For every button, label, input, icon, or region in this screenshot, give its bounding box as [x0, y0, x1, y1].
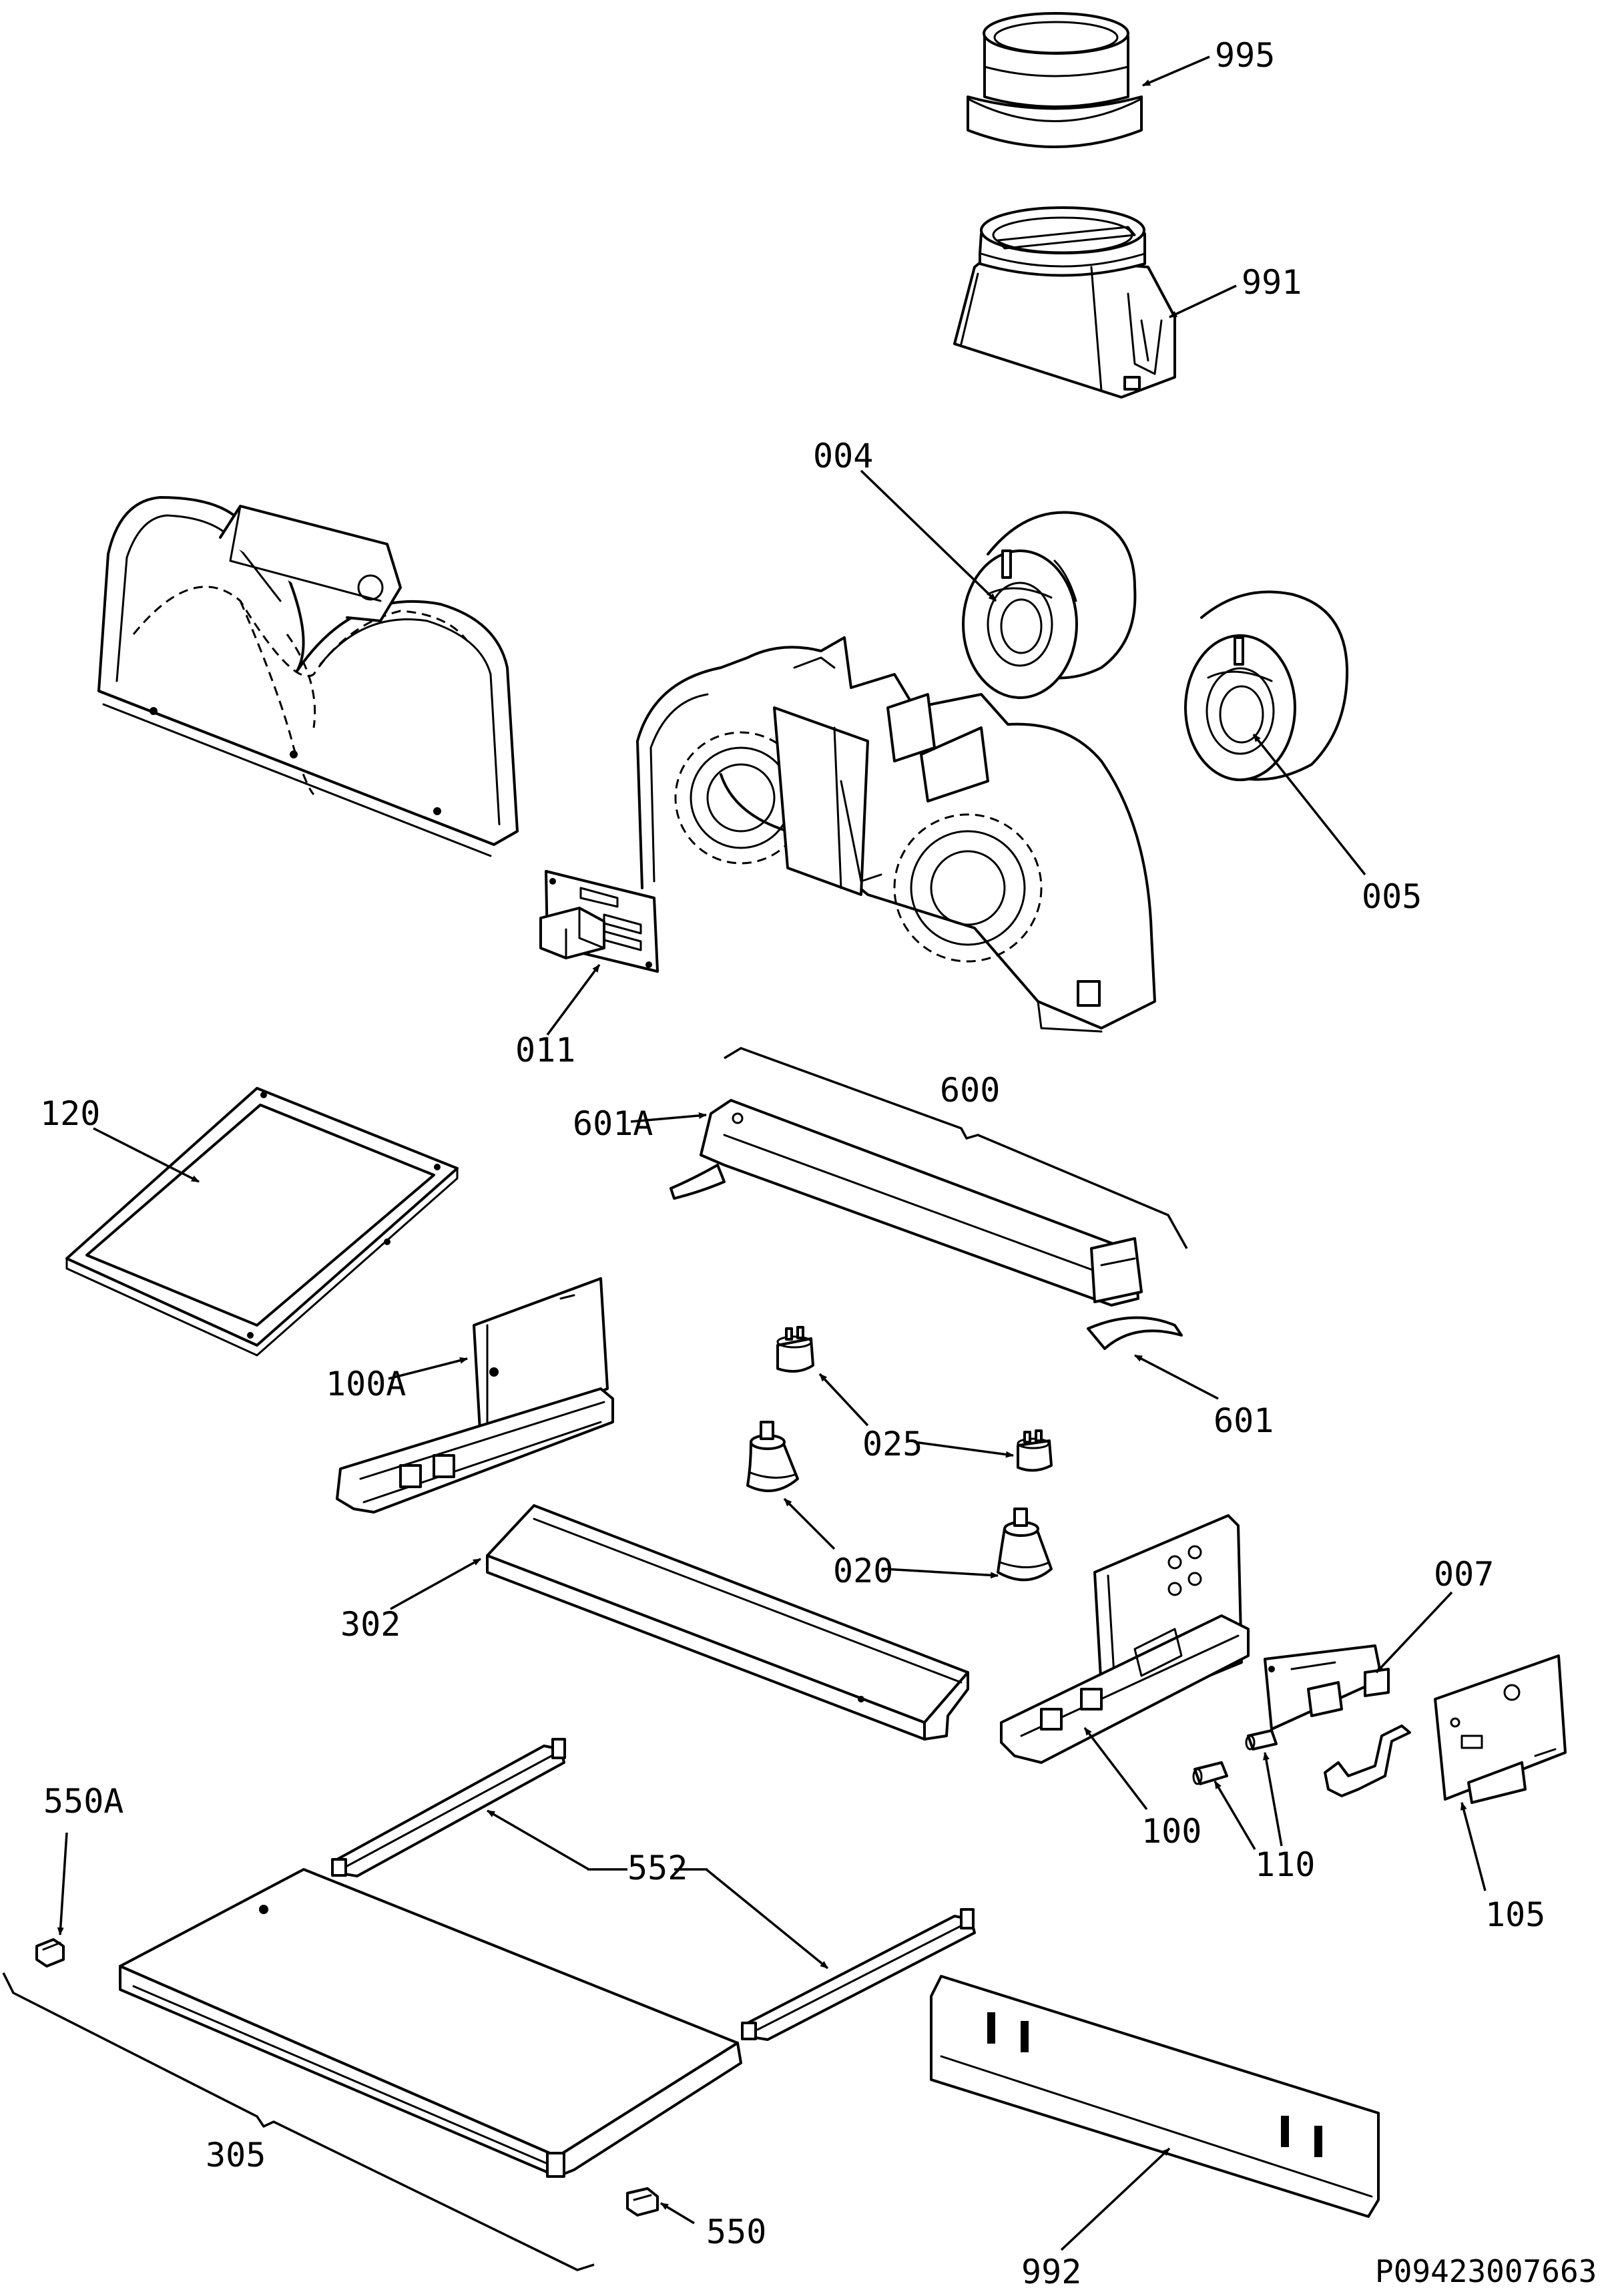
- leader-007: [1375, 1591, 1453, 1674]
- part-blower-housing: [636, 636, 1156, 1033]
- part-601-end-cap: [1087, 1316, 1183, 1350]
- bracket-305: [2, 1972, 595, 2271]
- leader-550: [660, 2202, 695, 2225]
- part-011-control-board: [539, 870, 659, 973]
- leader-110-b: [1263, 1752, 1283, 1847]
- label-550: 550: [706, 2213, 766, 2251]
- part-025-lamp-holder-a: [776, 1326, 814, 1373]
- label-105: 105: [1485, 1895, 1545, 1934]
- leader-992: [1060, 2147, 1171, 2251]
- leader-552-left: [487, 1809, 589, 1871]
- label-100A: 100A: [326, 1365, 406, 1403]
- leader-110-a: [1214, 1781, 1256, 1850]
- part-005-motor: [1184, 590, 1349, 781]
- part-020-bulb-b: [997, 1508, 1053, 1582]
- leader-995: [1142, 55, 1210, 87]
- leader-020-b: [884, 1568, 999, 1579]
- leader-020-a: [783, 1498, 836, 1550]
- label-100: 100: [1141, 1812, 1201, 1851]
- part-007-switch-board: [1264, 1644, 1390, 1731]
- label-305: 305: [206, 2136, 266, 2174]
- leader-100: [1083, 1727, 1148, 1811]
- bracket-600: [724, 1047, 1188, 1249]
- part-110-spacers: [1192, 1729, 1278, 1785]
- part-550-clip: [626, 2187, 659, 2217]
- part-004-motor: [962, 511, 1137, 699]
- leader-004: [860, 469, 997, 602]
- leader-025-b: [914, 1441, 1014, 1458]
- part-120-filter-frame: [65, 1087, 459, 1357]
- leader-552-right: [705, 1868, 829, 1970]
- leader-005: [1252, 733, 1366, 876]
- part-601A-light-channel: [670, 1099, 1143, 1307]
- label-600: 600: [940, 1071, 1000, 1110]
- label-991: 991: [1242, 263, 1302, 302]
- label-550A: 550A: [43, 1782, 123, 1821]
- part-552-rail-left: [331, 1738, 566, 1877]
- leader-991: [1169, 284, 1237, 318]
- label-025: 025: [862, 1425, 922, 1463]
- leader-105: [1460, 1802, 1487, 1891]
- leader-011: [546, 963, 601, 1036]
- drawing-code: P09423007663: [1375, 2253, 1597, 2289]
- label-011: 011: [515, 1031, 575, 1070]
- label-020: 020: [833, 1552, 893, 1590]
- part-100-right-bracket: [1000, 1514, 1250, 1764]
- label-601A: 601A: [573, 1104, 653, 1143]
- part-992-panel: [930, 1975, 1380, 2218]
- label-302: 302: [340, 1605, 400, 1644]
- part-scroll-housing-cover: [97, 496, 519, 857]
- part-switch-lever: [1324, 1725, 1411, 1797]
- part-550A-clip: [35, 1938, 65, 1968]
- label-120: 120: [40, 1094, 100, 1133]
- part-100A-left-bracket: [336, 1277, 614, 1514]
- leader-120: [93, 1127, 200, 1183]
- leader-550A: [57, 1832, 68, 1935]
- part-305-tray: [119, 1868, 742, 2178]
- part-302-channel: [486, 1504, 969, 1741]
- leader-601: [1134, 1354, 1219, 1400]
- part-020-bulb-a: [746, 1421, 799, 1492]
- label-004: 004: [813, 437, 873, 475]
- part-105-board: [1434, 1654, 1567, 1804]
- label-992: 992: [1021, 2253, 1081, 2291]
- label-995: 995: [1215, 36, 1275, 75]
- label-007: 007: [1434, 1555, 1494, 1594]
- leader-302: [390, 1558, 481, 1610]
- part-552-rail-right: [741, 1908, 976, 2041]
- label-552: 552: [627, 1849, 688, 1887]
- leader-100A: [388, 1357, 468, 1380]
- leader-025-a: [818, 1373, 869, 1427]
- part-995-duct-ring: [967, 12, 1143, 148]
- part-025-lamp-holder-b: [1017, 1429, 1053, 1472]
- part-991-transition-damper: [953, 206, 1176, 399]
- label-005: 005: [1362, 877, 1422, 916]
- label-110: 110: [1255, 1845, 1315, 1884]
- label-601: 601: [1214, 1401, 1274, 1440]
- leader-601A: [630, 1112, 707, 1123]
